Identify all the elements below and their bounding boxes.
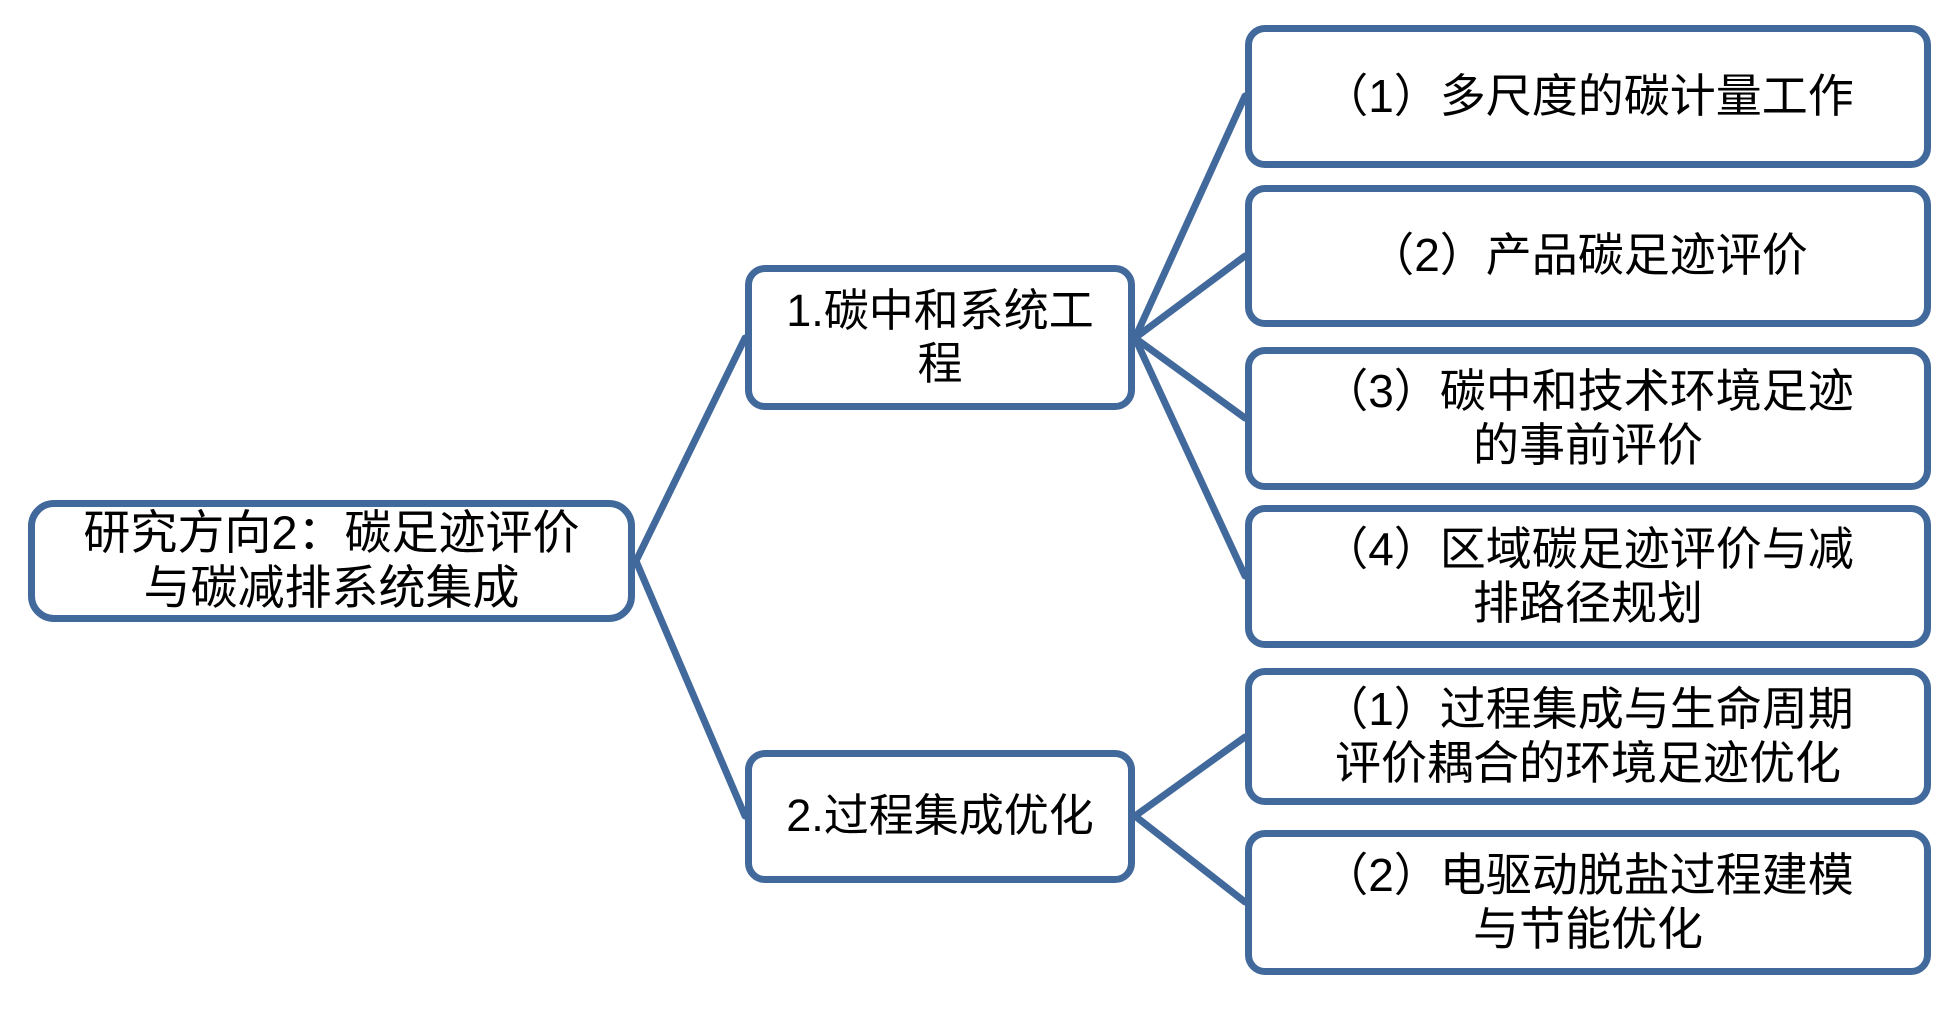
edge-branch-1-to-leaf-4: [1131, 334, 1249, 580]
root-node[interactable]: 研究方向2：碳足迹评价 与碳减排系统集成: [28, 500, 635, 622]
leaf-node-1-2[interactable]: （2）产品碳足迹评价: [1245, 185, 1931, 327]
leaf-node-2-2[interactable]: （2）电驱动脱盐过程建模 与节能优化: [1245, 830, 1931, 975]
leaf-node-1-4[interactable]: （4）区域碳足迹评价与减 排路径规划: [1245, 505, 1931, 648]
leaf-node-2-1[interactable]: （1）过程集成与生命周期 评价耦合的环境足迹优化: [1245, 668, 1931, 805]
branch-node-2[interactable]: 2.过程集成优化: [745, 750, 1135, 883]
edge-branch-1-to-leaf-3: [1131, 334, 1249, 422]
edge-branch-1-to-leaf-2: [1131, 252, 1249, 342]
leaf-node-1-3[interactable]: （3）碳中和技术环境足迹 的事前评价: [1245, 347, 1931, 490]
edge-root-to-branch-2: [632, 557, 749, 820]
edge-branch-2-to-leaf-5: [1131, 733, 1249, 820]
edge-branch-2-to-leaf-6: [1131, 812, 1249, 906]
edge-branch-1-to-leaf-1: [1131, 92, 1249, 342]
leaf-node-1-1[interactable]: （1）多尺度的碳计量工作: [1245, 25, 1931, 168]
edge-root-to-branch-1: [632, 334, 749, 565]
branch-node-1[interactable]: 1.碳中和系统工 程: [745, 265, 1135, 410]
